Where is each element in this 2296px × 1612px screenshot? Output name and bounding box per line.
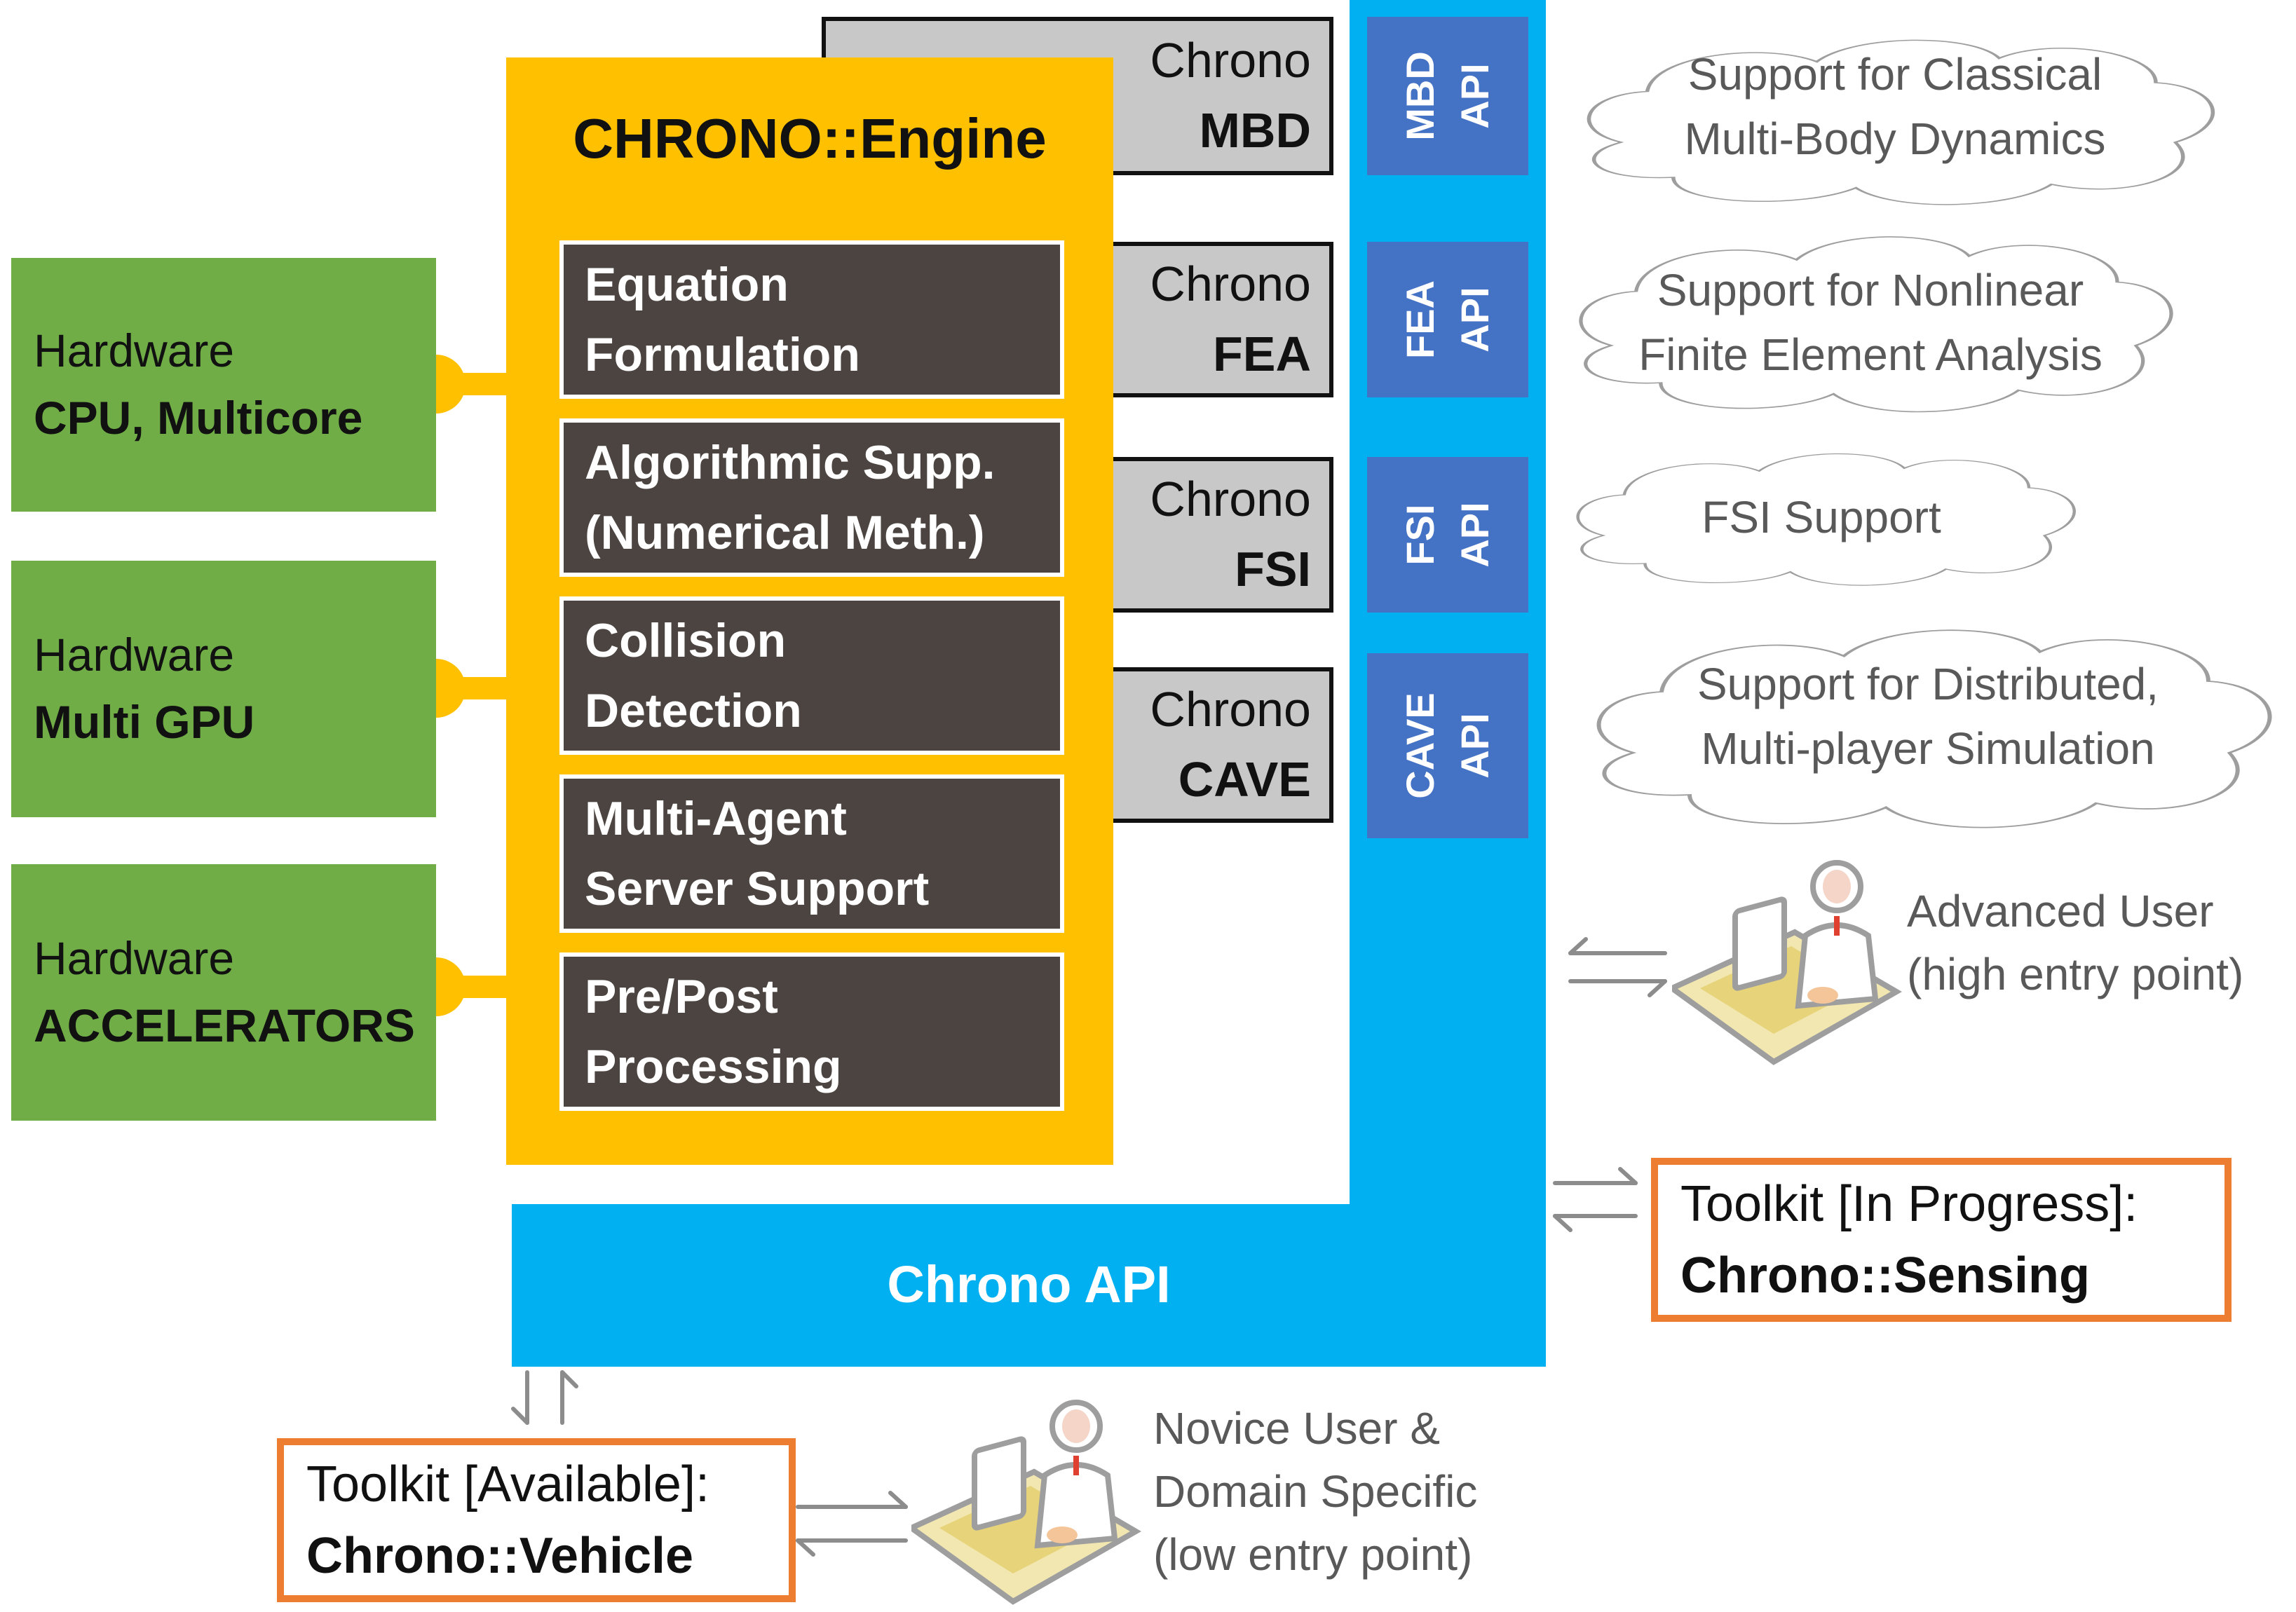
hardware-gpu-box: Hardware Multi GPU — [11, 561, 436, 817]
chrono-api-label: Chrono API — [887, 1255, 1171, 1313]
api-bar-horizontal — [512, 1204, 1546, 1367]
chrono-fea-box: Chrono FEA — [1108, 242, 1333, 397]
chrono-mbd-prefix: Chrono — [1150, 33, 1311, 88]
vehicle-api-arrows — [511, 1370, 578, 1425]
advanced-user-text: Advanced User (high entry point) — [1907, 886, 2244, 999]
toolkit-vehicle-box: Toolkit [Available]: Chrono::Vehicle — [277, 1438, 796, 1602]
chrono-cave-prefix: Chrono — [1150, 682, 1311, 737]
novice-user-text: Novice User & Domain Specific (low entry… — [1153, 1403, 1478, 1580]
module-equation-formulation: Equation Formulation — [559, 240, 1064, 399]
chrono-fsi-box: Chrono FSI — [1108, 457, 1333, 613]
chrono-mbd-name: MBD — [1199, 103, 1311, 158]
cloud-fsi-text: FSI Support — [1701, 492, 1941, 542]
novice-user-icon — [911, 1400, 1141, 1605]
module-pre-post-processing: Pre/Post Processing — [559, 952, 1064, 1111]
chrono-fsi-name: FSI — [1235, 542, 1311, 596]
advanced-user-icon — [1672, 860, 1902, 1065]
toolkit-sensing-box: Toolkit [In Progress]: Chrono::Sensing — [1651, 1158, 2232, 1322]
chrono-fea-prefix: Chrono — [1150, 257, 1311, 311]
sensing-toolkit-arrows — [1553, 1167, 1638, 1232]
chrono-cave-box: Chrono CAVE — [1108, 667, 1333, 823]
chrono-cave-name: CAVE — [1178, 752, 1311, 807]
chrono-fsi-prefix: Chrono — [1150, 472, 1311, 526]
hardware-accelerators-box: Hardware ACCELERATORS — [11, 864, 436, 1121]
engine-title: CHRONO::Engine — [573, 107, 1047, 170]
module-multi-agent: Multi-Agent Server Support — [559, 774, 1064, 933]
module-collision-detection: Collision Detection — [559, 596, 1064, 755]
hardware-cpu-box: Hardware CPU, Multicore — [11, 258, 436, 512]
novice-user-arrows — [796, 1491, 908, 1557]
chrono-fea-name: FEA — [1213, 327, 1311, 381]
cloud-cave-text: Support for Distributed,Multi-player Sim… — [1697, 659, 2159, 774]
module-algorithmic-support: Algorithmic Supp. (Numerical Meth.) — [559, 418, 1064, 577]
advanced-user-arrows — [1568, 937, 1667, 997]
